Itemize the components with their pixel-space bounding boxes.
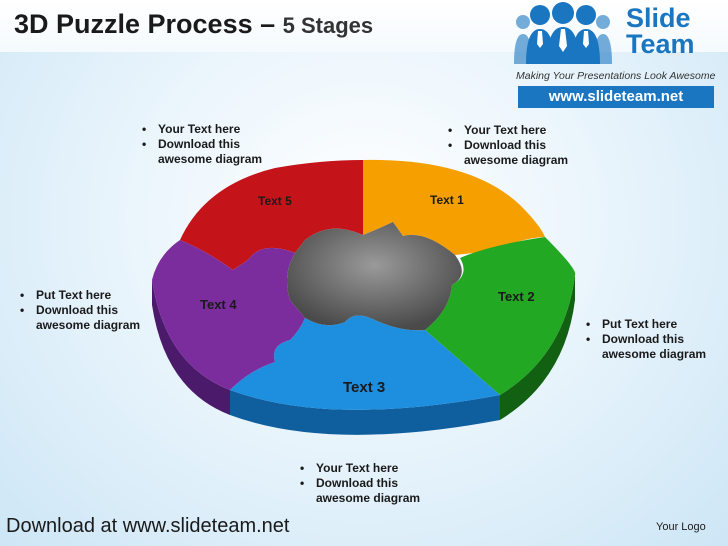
- puzzle-center: [286, 222, 462, 331]
- note-top-right: Your Text here Download this awesome dia…: [444, 123, 584, 168]
- title-main: 3D Puzzle Process –: [14, 9, 276, 39]
- puzzle-piece-5: [180, 160, 363, 270]
- note-item: Your Text here: [296, 461, 436, 476]
- puzzle-side-green: [500, 275, 575, 420]
- piece-label-3: Text 3: [343, 379, 385, 396]
- note-item: Your Text here: [138, 122, 278, 137]
- piece-label-4: Text 4: [200, 297, 237, 312]
- title-sub: 5 Stages: [282, 13, 374, 38]
- note-item: Download this awesome diagram: [138, 137, 278, 167]
- team-people-icon: [514, 2, 612, 64]
- piece-label-2: Text 2: [498, 289, 535, 304]
- logo-word-slide: Slide: [626, 3, 691, 33]
- slideteam-logo: Slide Team Making Your Presentations Loo…: [514, 2, 724, 114]
- note-item: Download this awesome diagram: [16, 303, 156, 333]
- piece-label-5: Text 5: [258, 194, 292, 208]
- puzzle-piece-1: [363, 159, 545, 255]
- note-item: Download this awesome diagram: [444, 138, 584, 168]
- slide-title: 3D Puzzle Process – 5 Stages: [14, 9, 373, 40]
- puzzle-side-blue: [230, 390, 500, 435]
- note-left: Put Text here Download this awesome diag…: [16, 288, 156, 333]
- puzzle-piece-2: [425, 237, 576, 395]
- puzzle-side-purple: [152, 280, 230, 415]
- puzzle-piece-3: [230, 315, 500, 410]
- puzzle-piece-4: [152, 240, 305, 390]
- piece-label-1: Text 1: [430, 193, 464, 207]
- footer-logo-placeholder: Your Logo: [656, 521, 706, 533]
- note-bottom: Your Text here Download this awesome dia…: [296, 461, 436, 506]
- note-item: Put Text here: [16, 288, 156, 303]
- note-item: Download this awesome diagram: [296, 476, 436, 506]
- note-item: Download this awesome diagram: [582, 332, 722, 362]
- logo-url: www.slideteam.net: [518, 86, 714, 108]
- note-item: Your Text here: [444, 123, 584, 138]
- footer-download-text: Download at www.slideteam.net: [6, 515, 290, 537]
- note-item: Put Text here: [582, 317, 722, 332]
- note-top-left: Your Text here Download this awesome dia…: [138, 122, 278, 167]
- note-right: Put Text here Download this awesome diag…: [582, 317, 722, 362]
- logo-word-team: Team: [626, 29, 695, 59]
- logo-tagline: Making Your Presentations Look Awesome: [516, 70, 716, 82]
